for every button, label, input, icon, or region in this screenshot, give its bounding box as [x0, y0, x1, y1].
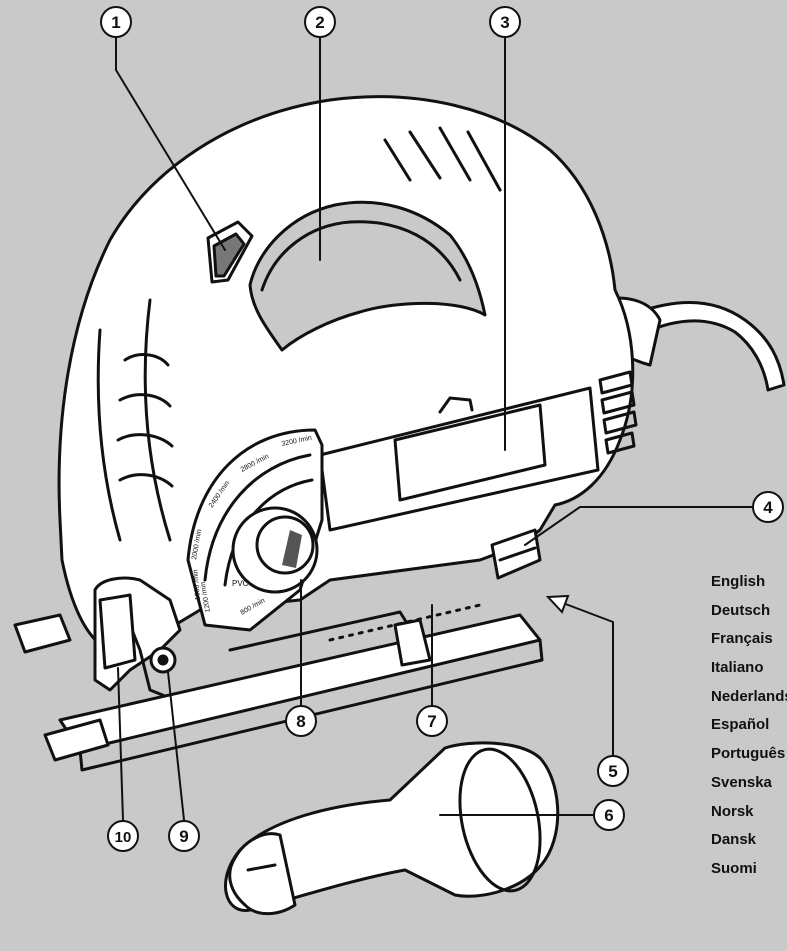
label-panel	[318, 386, 600, 532]
language-item: Nederlands	[711, 687, 787, 705]
language-item: Italiano	[711, 659, 764, 677]
callout-1: 1	[100, 6, 132, 38]
panel-clip	[438, 396, 474, 414]
callout-number: 3	[500, 13, 509, 32]
leader-5	[554, 599, 614, 756]
vent-slot	[600, 390, 636, 415]
callout-number: 1	[111, 13, 120, 32]
language-item: Suomi	[711, 859, 757, 877]
nose-outline-2	[143, 298, 172, 542]
dial-arc	[203, 453, 312, 582]
vent-slot	[598, 370, 634, 395]
pendulum-lever-rib	[498, 546, 537, 562]
callout-5: 5	[597, 755, 629, 787]
handle-groove	[438, 126, 472, 182]
language-item: Español	[711, 716, 770, 734]
language-item: Dansk	[711, 831, 757, 849]
language-item: Français	[711, 630, 773, 648]
vent-slot	[602, 410, 638, 435]
nose-outline	[96, 328, 122, 542]
base-front-block-2	[43, 718, 110, 762]
leader-1	[115, 37, 226, 251]
callout-10: 10	[107, 820, 139, 852]
callout-6: 6	[593, 799, 625, 831]
grip-slot	[116, 433, 174, 448]
callout-7: 7	[416, 705, 448, 737]
language-item: English	[711, 573, 766, 590]
language-item: Svenska	[711, 773, 772, 791]
callout-number: 2	[315, 13, 324, 32]
dust-adapter-rim	[458, 747, 542, 893]
dial-label: 1600 /min	[192, 569, 202, 600]
language-list: English Deutsch Français Italiano Nederl…	[711, 568, 787, 884]
callout-number: 10	[115, 829, 132, 846]
callout-8: 8	[285, 705, 317, 737]
power-cord	[628, 301, 786, 392]
material-label: PVC	[232, 579, 249, 588]
callout-number: 7	[427, 712, 436, 731]
blade-holder	[98, 593, 137, 670]
handle-inner-edge	[260, 220, 462, 292]
callout-4: 4	[752, 491, 784, 523]
base-adjust-screw-center	[157, 654, 169, 666]
grip-slot	[118, 473, 174, 488]
callout-number: 4	[763, 498, 773, 517]
callout-number: 5	[608, 762, 617, 781]
label-panel-inner	[393, 403, 547, 502]
handle-groove	[408, 130, 442, 180]
language-item: Norsk	[711, 802, 754, 820]
callout-3: 3	[489, 6, 521, 38]
dust-adapter-nozzle	[228, 832, 297, 916]
base-front-block	[13, 613, 72, 654]
handle-groove	[466, 130, 502, 192]
speed-wheel-emblem	[282, 530, 302, 568]
callout-9: 9	[168, 820, 200, 852]
leader-5-arrow	[545, 594, 570, 614]
callout-number: 9	[179, 827, 188, 846]
dust-adapter-slot	[246, 863, 277, 872]
grip-slot	[123, 353, 170, 367]
saw-blade	[393, 618, 432, 667]
language-item: Português	[711, 745, 786, 763]
language-item: Deutsch	[711, 601, 771, 619]
leader-10	[117, 667, 124, 821]
handle-groove	[383, 138, 412, 182]
grip-slot	[118, 393, 172, 408]
speed-wheel-hub	[255, 515, 315, 575]
callout-2: 2	[304, 6, 336, 38]
leader-9	[167, 671, 185, 821]
callout-number: 8	[296, 712, 305, 731]
vent-slot	[604, 431, 636, 455]
callout-number: 6	[604, 806, 613, 825]
leader-4	[524, 506, 753, 546]
